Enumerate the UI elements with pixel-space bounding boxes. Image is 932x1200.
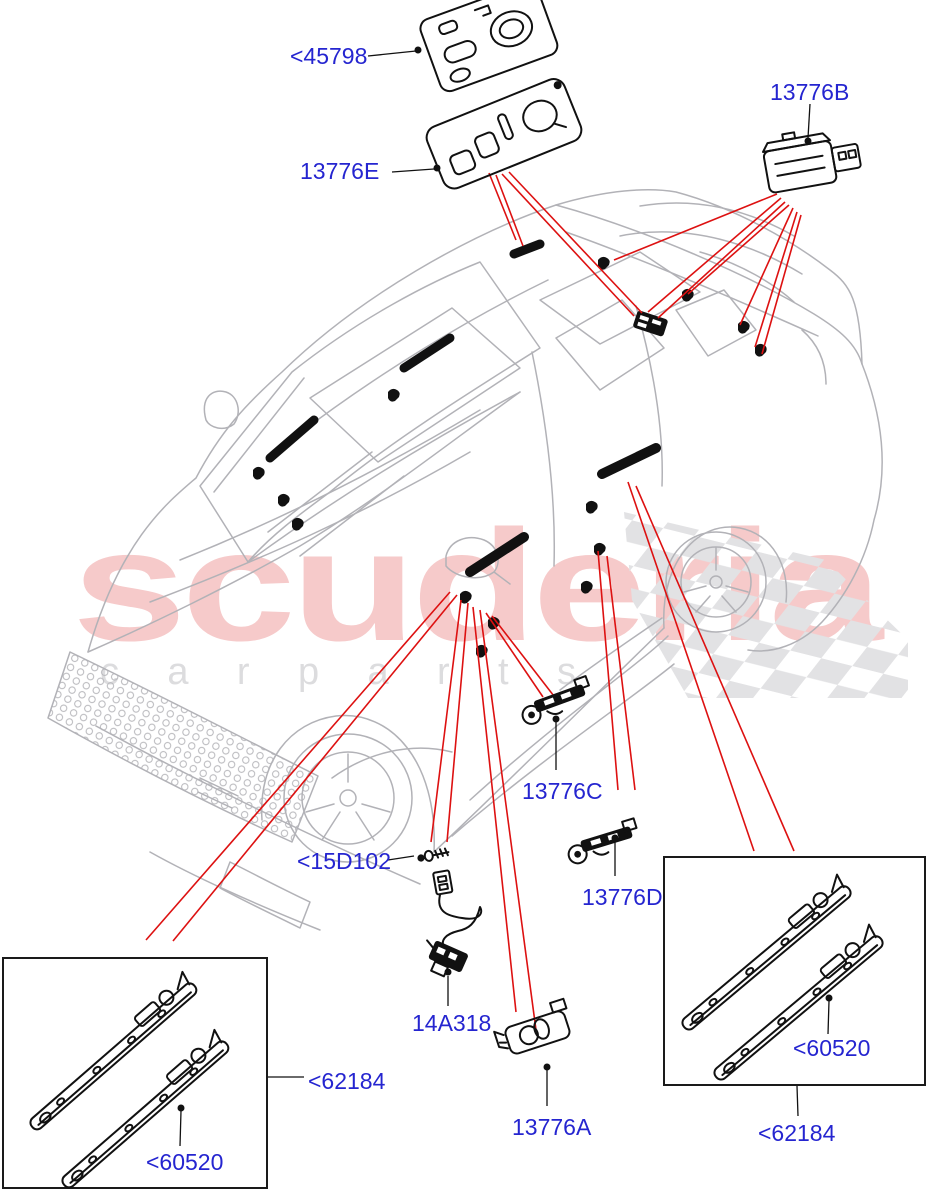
watermark-subtext: carparts	[100, 651, 620, 693]
part-13776A-drawing	[493, 997, 571, 1055]
clip-fastener	[388, 388, 400, 402]
clip-fastener	[738, 320, 750, 334]
part-label-62184-right[interactable]: <62184	[758, 1120, 836, 1146]
part-14A318-harness-drawing	[426, 869, 483, 978]
part-label-15D102[interactable]: <15D102	[297, 848, 391, 874]
inset-box-right-frame	[663, 856, 926, 1086]
checkered-flag-graphic	[624, 512, 908, 698]
roof-strip	[265, 415, 319, 463]
inset-box-left	[2, 957, 268, 1191]
label-leader-lines	[177, 46, 833, 1147]
roof-strip	[509, 239, 545, 259]
part-label-45798[interactable]: <45798	[290, 43, 367, 69]
part-13776C-drawing	[521, 675, 590, 725]
part-label-14A318[interactable]: 14A318	[412, 1010, 491, 1036]
inset-box-right	[663, 856, 926, 1086]
rear-door-handle-strip	[597, 443, 661, 479]
part-label-13776A[interactable]: 13776A	[512, 1114, 592, 1140]
part-label-60520-right[interactable]: <60520	[793, 1035, 870, 1061]
red-leader-lines	[145, 171, 802, 1031]
highlighted-installed-parts	[253, 239, 767, 658]
part-label-13776B[interactable]: 13776B	[770, 79, 849, 105]
front-door-handle-strip	[465, 532, 529, 577]
part-number-labels: <45798 13776E 13776B 13776C 13776D <15D1…	[146, 43, 870, 1175]
part-15D102-screw-drawing	[417, 847, 450, 862]
part-13776D-drawing	[561, 813, 644, 871]
part-label-13776D[interactable]: 13776D	[582, 884, 663, 910]
part-label-13776E[interactable]: 13776E	[300, 158, 379, 184]
part-45798-drawing	[419, 0, 559, 93]
part-label-60520-left[interactable]: <60520	[146, 1149, 223, 1175]
part-13776E-drawing	[425, 78, 583, 190]
clip-fastener	[253, 466, 265, 480]
part-13776B-drawing	[762, 131, 862, 194]
part-label-13776C[interactable]: 13776C	[522, 778, 603, 804]
part-label-62184-left[interactable]: <62184	[308, 1068, 386, 1094]
inset-box-left-frame	[2, 957, 268, 1189]
roof-strip	[399, 333, 455, 373]
